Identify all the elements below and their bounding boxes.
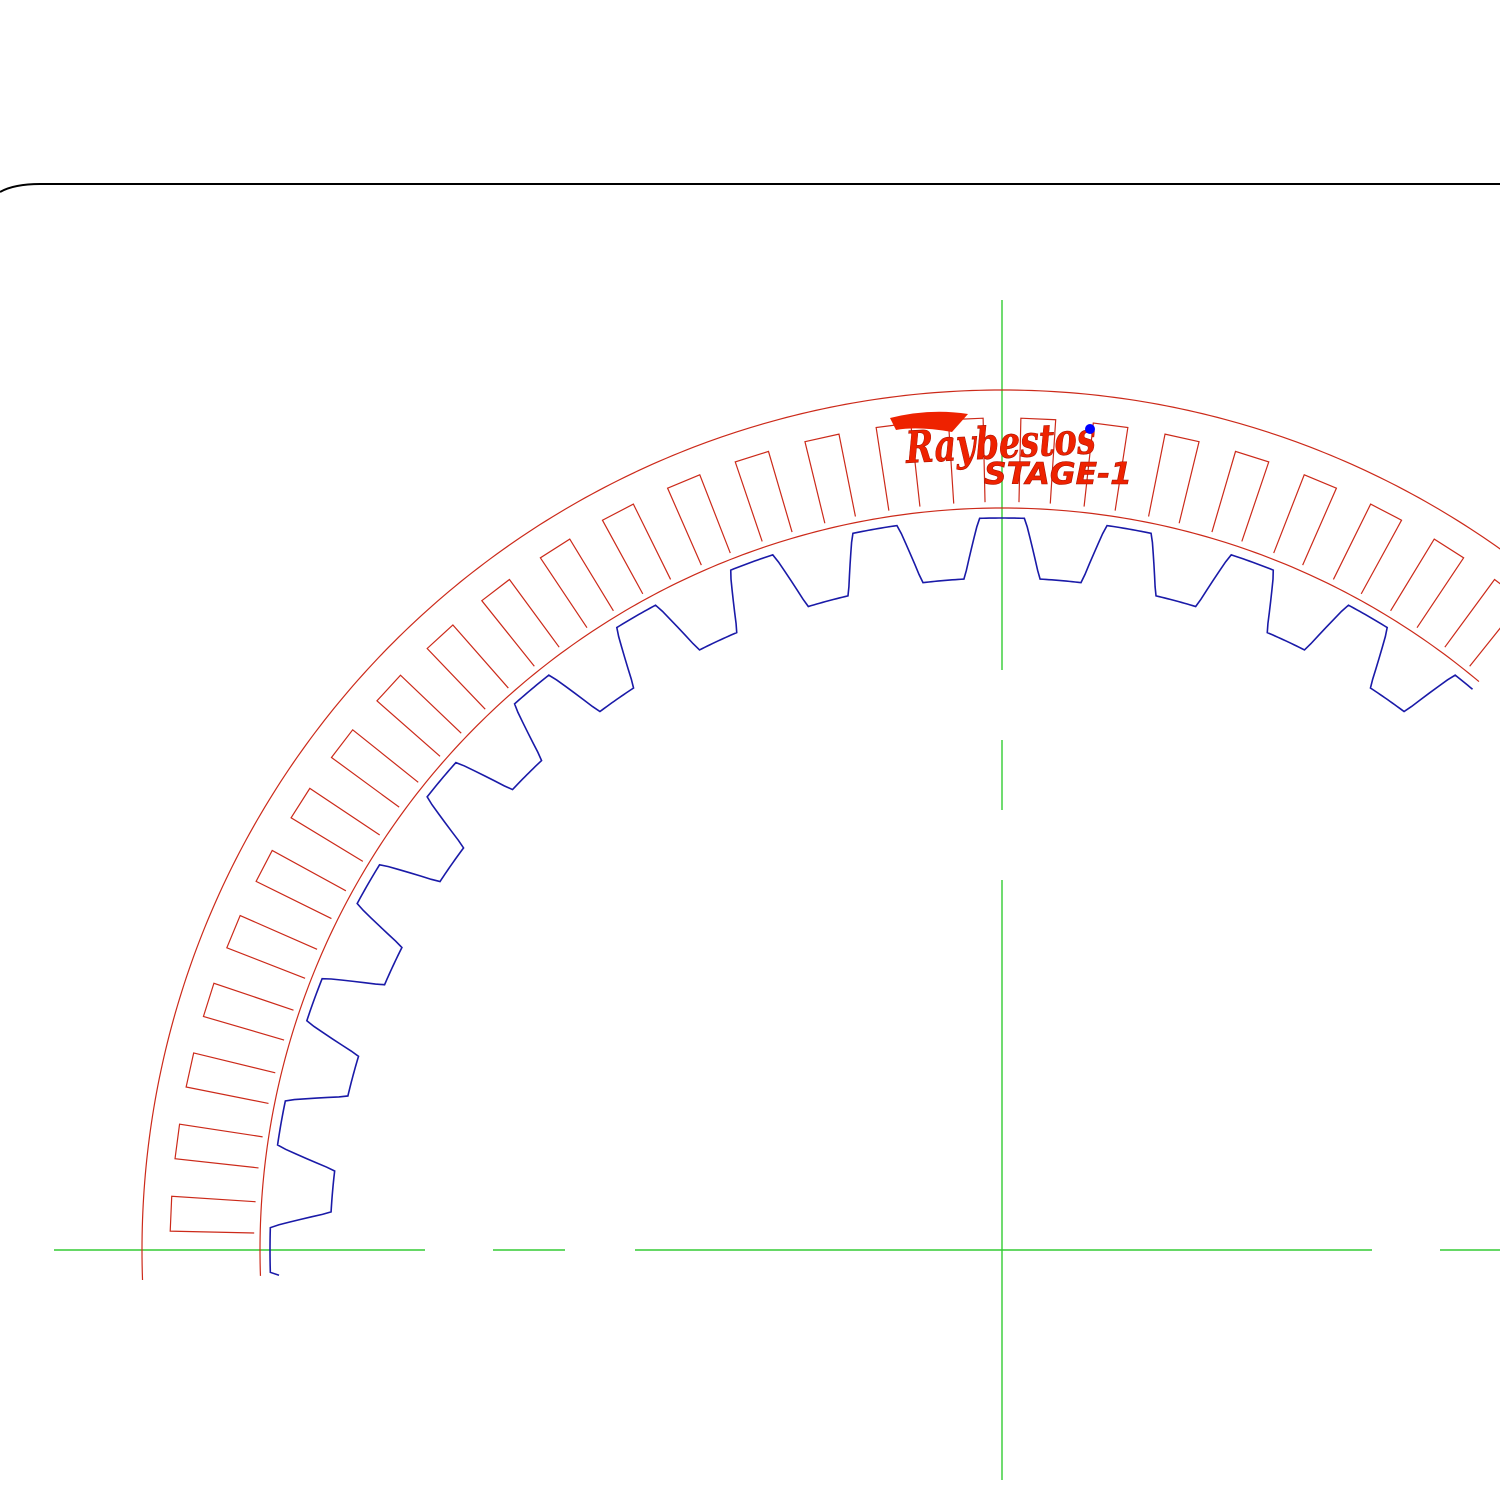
groove-slot xyxy=(875,422,921,511)
groove-slot xyxy=(947,417,986,504)
centerlines xyxy=(54,300,1500,1480)
groove-slot xyxy=(804,433,857,524)
groove-slot xyxy=(480,578,560,667)
groove-slot xyxy=(169,1195,256,1234)
groove-slot xyxy=(666,474,731,566)
logo-brand-text: Raybestos xyxy=(903,413,1097,474)
groove-slot xyxy=(1018,417,1057,504)
logo-swoosh xyxy=(890,411,968,432)
friction-ring xyxy=(141,389,1500,1281)
groove-slot xyxy=(1444,578,1500,667)
groove-slots xyxy=(169,417,1500,1234)
inner-edge-circle xyxy=(259,507,1480,1276)
groove-slot xyxy=(1332,503,1403,595)
internal-spline-profile xyxy=(269,517,1474,1277)
marker-dot xyxy=(1085,424,1095,434)
groove-slot xyxy=(1390,538,1465,629)
groove-slot xyxy=(1147,433,1200,524)
groove-slot xyxy=(539,538,614,629)
groove-slot xyxy=(185,1052,276,1105)
logo-product-text: STAGE-1 xyxy=(984,457,1132,492)
outer-edge-circle xyxy=(141,389,1500,1281)
groove-slot xyxy=(255,849,347,920)
groove-slot xyxy=(290,787,381,862)
groove-slot xyxy=(1211,450,1270,542)
groove-slot xyxy=(376,674,462,757)
groove-slot xyxy=(174,1123,263,1169)
groove-slot xyxy=(426,624,509,710)
groove-slot xyxy=(226,914,318,979)
groove-slot xyxy=(330,728,419,808)
groove-slot xyxy=(734,450,793,542)
sheet-frame xyxy=(0,183,1500,193)
groove-slot xyxy=(1083,422,1129,511)
groove-slot xyxy=(601,503,672,595)
groove-slot xyxy=(1273,474,1338,566)
groove-slot xyxy=(202,982,294,1041)
raybestos-logo: Raybestos STAGE-1 xyxy=(890,411,1132,492)
